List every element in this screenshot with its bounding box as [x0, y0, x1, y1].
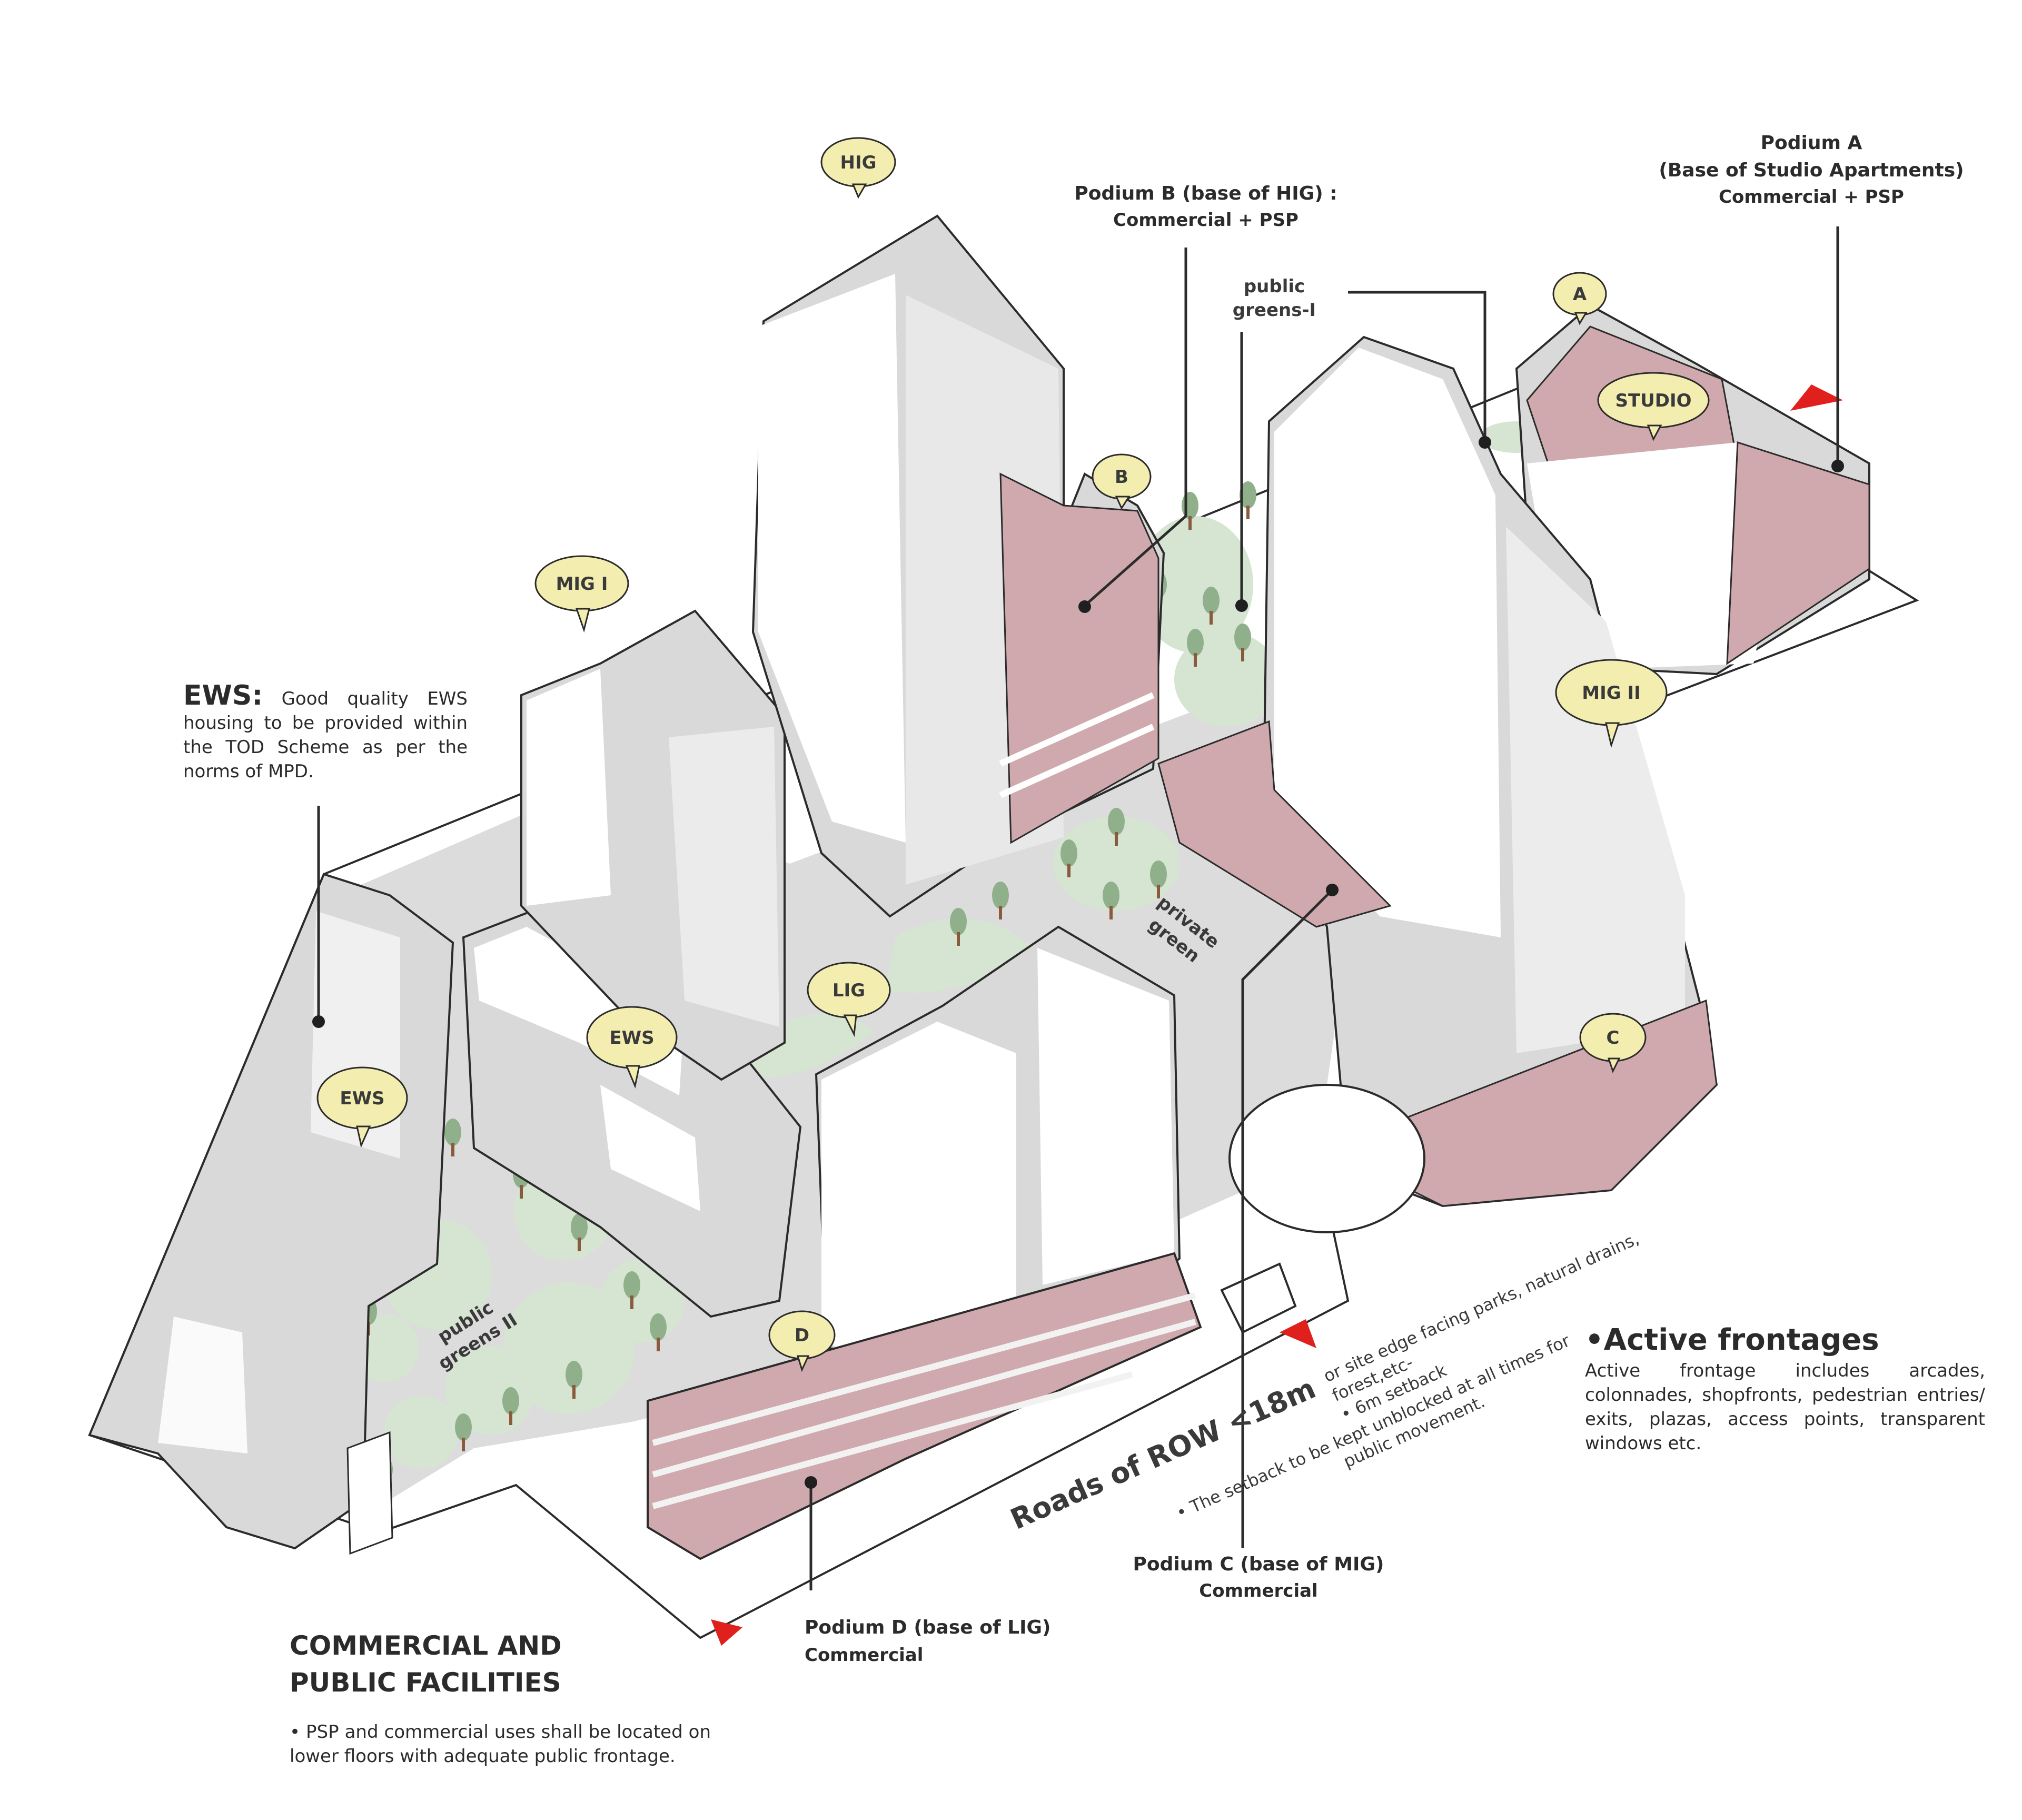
- public-greens-1-label-a: public: [1244, 276, 1305, 297]
- leader-lines: [317, 226, 1839, 1590]
- bubble-mig1-label: MIG I: [556, 573, 608, 595]
- bubble-a-label: A: [1573, 284, 1587, 305]
- mig2-building: [1157, 335, 1718, 1208]
- podium-c-title: Podium C (base of MIG): [1133, 1554, 1384, 1575]
- entry-arrow-center: [1280, 1319, 1316, 1348]
- entry-arrow-top-right: [1790, 384, 1843, 411]
- commercial-heading-1: COMMERCIAL AND: [290, 1630, 562, 1661]
- lig-building: [647, 925, 1202, 1560]
- podium-b-use: Commercial + PSP: [1113, 210, 1299, 231]
- ews-note-heading: EWS:: [183, 680, 263, 711]
- podium-b-leader: [1084, 248, 1187, 607]
- bubble-d: D: [768, 1310, 836, 1372]
- commercial-text: • PSP and commercial uses shall be locat…: [290, 1722, 711, 1767]
- podium-d-use: Commercial: [805, 1645, 924, 1666]
- bubble-b-label: B: [1115, 467, 1128, 488]
- bubble-lig-label: LIG: [832, 980, 865, 1001]
- bubble-studio-label: STUDIO: [1615, 390, 1691, 411]
- bubble-hig-label: HIG: [840, 152, 876, 173]
- hig-building: [751, 214, 1165, 918]
- active-frontages-note: •Active frontages Active frontage includ…: [1585, 1322, 1985, 1456]
- bubble-c-label: C: [1607, 1027, 1620, 1049]
- podium-a-use: Commercial + PSP: [1719, 186, 1904, 207]
- commercial-heading-2: PUBLIC FACILITIES: [290, 1667, 561, 1698]
- public-greens-1-label-b: greens-I: [1233, 300, 1316, 321]
- plaza-canopy: [1228, 1084, 1425, 1233]
- podium-a-title-1: Podium A: [1760, 132, 1862, 154]
- commercial-note: COMMERCIAL AND PUBLIC FACILITIES • PSP a…: [290, 1627, 721, 1768]
- bubble-ews-middle-label: EWS: [609, 1027, 654, 1049]
- active-frontages-heading: •Active frontages: [1585, 1323, 1879, 1357]
- bubble-ews-left: EWS: [316, 1066, 408, 1148]
- private-green-area: [727, 816, 1180, 1079]
- bubble-lig: LIG: [807, 962, 891, 1037]
- ews-note-text: Good quality EWS housing to be provided …: [183, 688, 468, 782]
- podium-a-label: Podium A (Base of Studio Apartments) Com…: [1585, 130, 2022, 210]
- public-greens-1-leader-right: [1348, 291, 1486, 442]
- entry-arrow-bottom: [711, 1619, 742, 1646]
- podium-b-title: Podium B (base of HIG) :: [1074, 183, 1337, 204]
- bubble-d-label: D: [795, 1325, 809, 1346]
- bubble-ews-middle: EWS: [586, 1006, 678, 1089]
- entry-arrows: [711, 384, 1843, 1646]
- bubble-ews-left-label: EWS: [340, 1088, 384, 1109]
- bubble-b: B: [1092, 453, 1152, 510]
- podium-c-leader: [1241, 889, 1333, 1548]
- podium-c-label: Podium C (base of MIG) Commercial: [1074, 1551, 1443, 1604]
- mig1-building: [520, 609, 786, 1081]
- bubble-a: A: [1552, 272, 1607, 325]
- bubble-studio: STUDIO: [1597, 372, 1710, 441]
- kiosk: [1220, 1262, 1297, 1334]
- bubble-c: C: [1579, 1013, 1647, 1073]
- active-frontages-text: Active frontage includes arcades, colonn…: [1585, 1360, 1985, 1454]
- bubble-mig2: MIG II: [1555, 659, 1668, 748]
- podium-d-label: Podium D (base of LIG) Commercial: [805, 1614, 1131, 1669]
- leader-dots: [312, 436, 1844, 1489]
- bubble-mig2-label: MIG II: [1582, 682, 1641, 704]
- podium-a-title-2: (Base of Studio Apartments): [1659, 160, 1964, 181]
- public-greens-1-area: [1137, 421, 1553, 727]
- bubble-hig: HIG: [820, 137, 896, 199]
- podium-c-use: Commercial: [1199, 1580, 1318, 1601]
- ews-note: EWS: Good quality EWS housing to be prov…: [183, 682, 468, 784]
- podium-b-label: Podium B (base of HIG) : Commercial + PS…: [1000, 180, 1411, 233]
- podium-d-title: Podium D (base of LIG): [805, 1617, 1051, 1638]
- bubble-mig1: MIG I: [534, 555, 629, 633]
